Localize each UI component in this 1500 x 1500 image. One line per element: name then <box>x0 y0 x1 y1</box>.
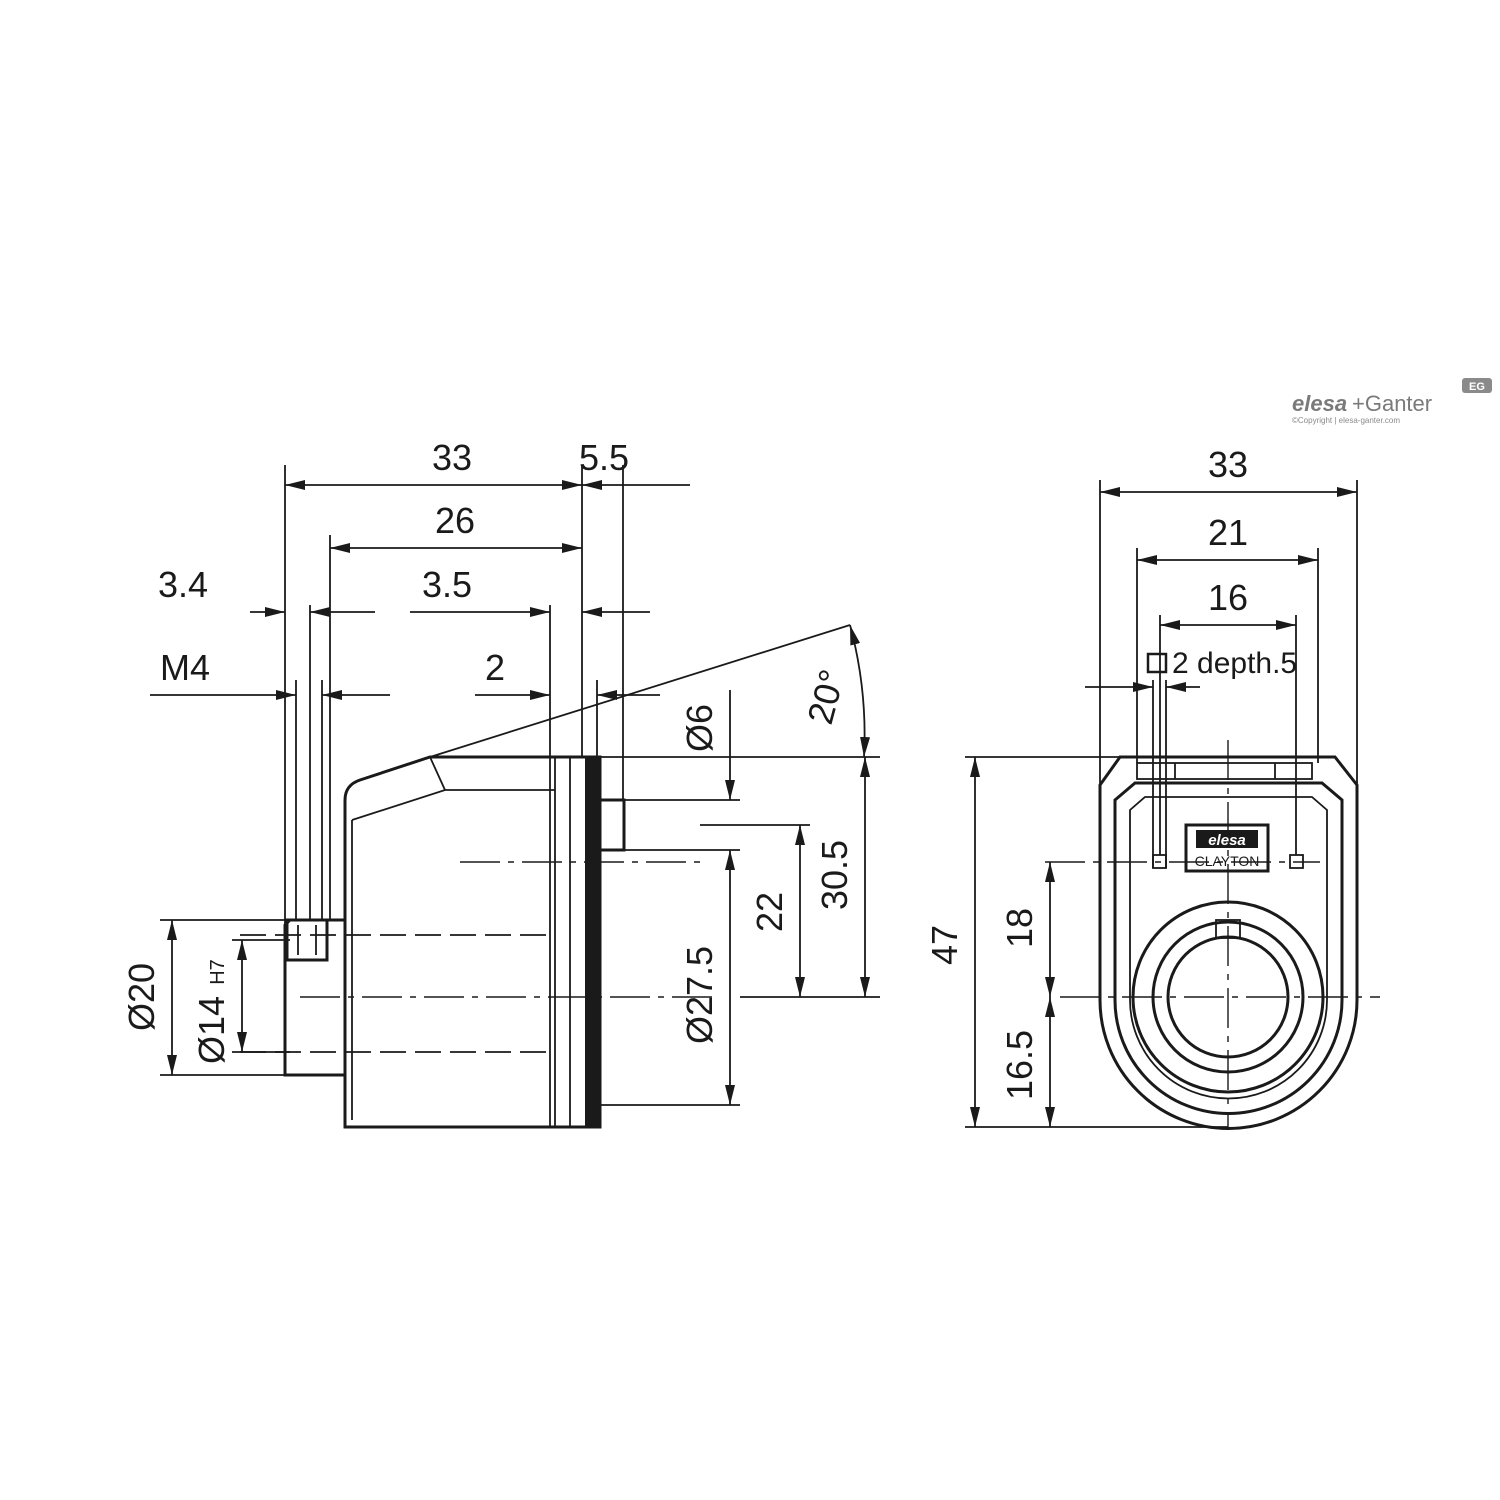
side-set-screw <box>285 918 329 962</box>
side-view: 33 5.5 26 3.4 3.5 M4 2 20° Ø6 <box>121 437 880 1129</box>
front-label-logo-bg <box>1196 830 1258 848</box>
dim-front-hole-height: 18 <box>999 908 1040 948</box>
dim-pin-height: 22 <box>749 892 790 932</box>
front-label-plate <box>1184 823 1270 873</box>
dim-flange-thickness: 3.5 <box>422 564 472 605</box>
dim-body-length: 26 <box>435 500 475 541</box>
brand-copyright: ©Copyright | elesa-ganter.com <box>1292 416 1400 425</box>
front-outline <box>1098 755 1359 1130</box>
front-label-model: CLAYTON <box>1195 853 1260 869</box>
dim-hole-note: 2 depth.5 <box>1172 647 1297 680</box>
brand-logo: elesa +Ganter ©Copyright | elesa-ganter.… <box>1292 378 1492 425</box>
dim-thread: M4 <box>160 647 210 688</box>
front-outline-inner <box>1113 781 1344 1115</box>
front-label-brand: elesa <box>1208 832 1246 849</box>
dim-angle: 20° <box>799 665 853 728</box>
dim-pin-diameter: Ø6 <box>679 704 720 752</box>
front-plate <box>585 757 600 1127</box>
front-view: elesa CLAYTON 33 21 16 2 depth.5 47 <box>924 444 1380 1130</box>
front-top-slot <box>1136 762 1313 780</box>
dim-pin-offset: 2 <box>485 647 505 688</box>
dim-front-lower-height: 16.5 <box>999 1030 1040 1100</box>
brand-name-ganter: +Ganter <box>1352 391 1432 416</box>
dim-bore-tolerance: H7 <box>207 959 229 985</box>
dim-screw-offset: 3.4 <box>158 564 208 605</box>
dim-front-hole-spacing-outer: 21 <box>1208 512 1248 553</box>
angle-arc <box>849 624 871 758</box>
brand-name-elesa: elesa <box>1292 391 1347 416</box>
front-outline-inner-2 <box>1129 796 1328 1100</box>
arrow-head <box>725 1085 735 1105</box>
dim-body-diameter: Ø27.5 <box>679 946 720 1044</box>
dim-bore-diameter: Ø14 <box>191 996 232 1064</box>
side-body-chamfer-edge <box>429 756 446 791</box>
side-pin <box>598 798 626 852</box>
dim-front-offset: 5.5 <box>579 437 629 478</box>
dim-bore: Ø14 H7 <box>191 959 232 1064</box>
dim-total-height: 30.5 <box>814 840 855 910</box>
angle-ref-line <box>429 624 851 758</box>
side-body-chamfer <box>351 789 555 821</box>
dim-hub-diameter: Ø20 <box>121 963 162 1031</box>
brand-badge-icon <box>1462 378 1492 393</box>
side-body-outline <box>343 755 602 1129</box>
dim-front-hole-spacing: 16 <box>1208 577 1248 618</box>
dim-front-total-height: 47 <box>924 925 965 965</box>
dim-front-width: 33 <box>1208 444 1248 485</box>
dim-overall-length: 33 <box>432 437 472 478</box>
brand-badge-text: EG <box>1469 381 1485 393</box>
square-symbol-icon <box>1146 652 1168 674</box>
